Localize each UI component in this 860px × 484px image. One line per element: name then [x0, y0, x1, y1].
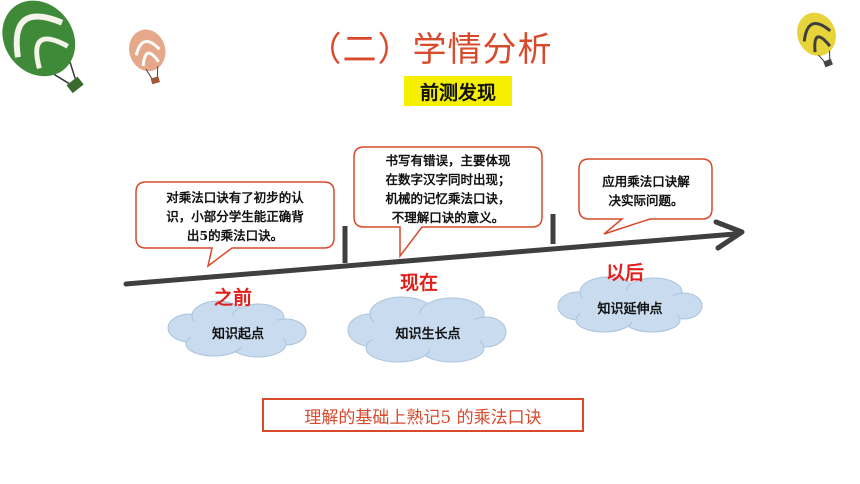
- speech-bubble-after: [578, 158, 713, 235]
- cloud-label-before: 知识起点: [211, 327, 264, 342]
- stage-label-now: 现在: [400, 272, 439, 294]
- speech-bubble-now: [353, 146, 543, 259]
- bubble-now-line: 书写有错误，主要体现: [385, 153, 511, 168]
- speech-bubble-before: [135, 181, 335, 268]
- balloon-small-icon: [129, 29, 166, 85]
- summary-box: 理解的基础上熟记5 的乘法口诀: [262, 398, 584, 432]
- bubble-after-text: 应用乘法口诀解 决实际问题。: [582, 172, 710, 210]
- balloon-right-icon: [797, 12, 836, 68]
- bubble-before-text: 对乘法口诀有了初步的认 识，小部分学生能正确背 出5的乘法口诀。: [140, 188, 330, 245]
- cloud-now: [347, 296, 507, 363]
- bubble-now-text: 书写有错误，主要体现 在数字汉字同时出现； 机械的记忆乘法口诀， 不理解口诀的意…: [356, 151, 540, 227]
- cloud-label-now: 知识生长点: [395, 327, 461, 342]
- cloud-before: [167, 300, 307, 358]
- bubble-before-line: 识，小部分学生能正确背: [166, 209, 304, 224]
- stage-label-before: 之前: [214, 287, 253, 309]
- balloon-left-icon: [2, 0, 84, 94]
- bubble-now-line: 不理解口诀的意义。: [391, 210, 505, 225]
- timeline-arrowhead: [713, 219, 745, 251]
- bubble-now-line: 机械的记忆乘法口诀，: [385, 191, 511, 206]
- bubble-after-line: 应用乘法口诀解: [602, 174, 690, 189]
- bubble-before-line: 对乘法口诀有了初步的认: [166, 190, 304, 205]
- page-title: （二）学情分析: [307, 30, 553, 70]
- bubble-now-line: 在数字汉字同时出现；: [385, 172, 511, 187]
- timeline-arrow: [123, 231, 738, 287]
- section-badge: 前测发现: [404, 76, 512, 106]
- cloud-label-after: 知识延伸点: [597, 302, 663, 317]
- bubble-before-line: 出5的乘法口诀。: [186, 228, 284, 243]
- bubble-after-line: 决实际问题。: [608, 193, 684, 208]
- stage-label-after: 以后: [606, 262, 645, 284]
- cloud-after: [557, 276, 703, 333]
